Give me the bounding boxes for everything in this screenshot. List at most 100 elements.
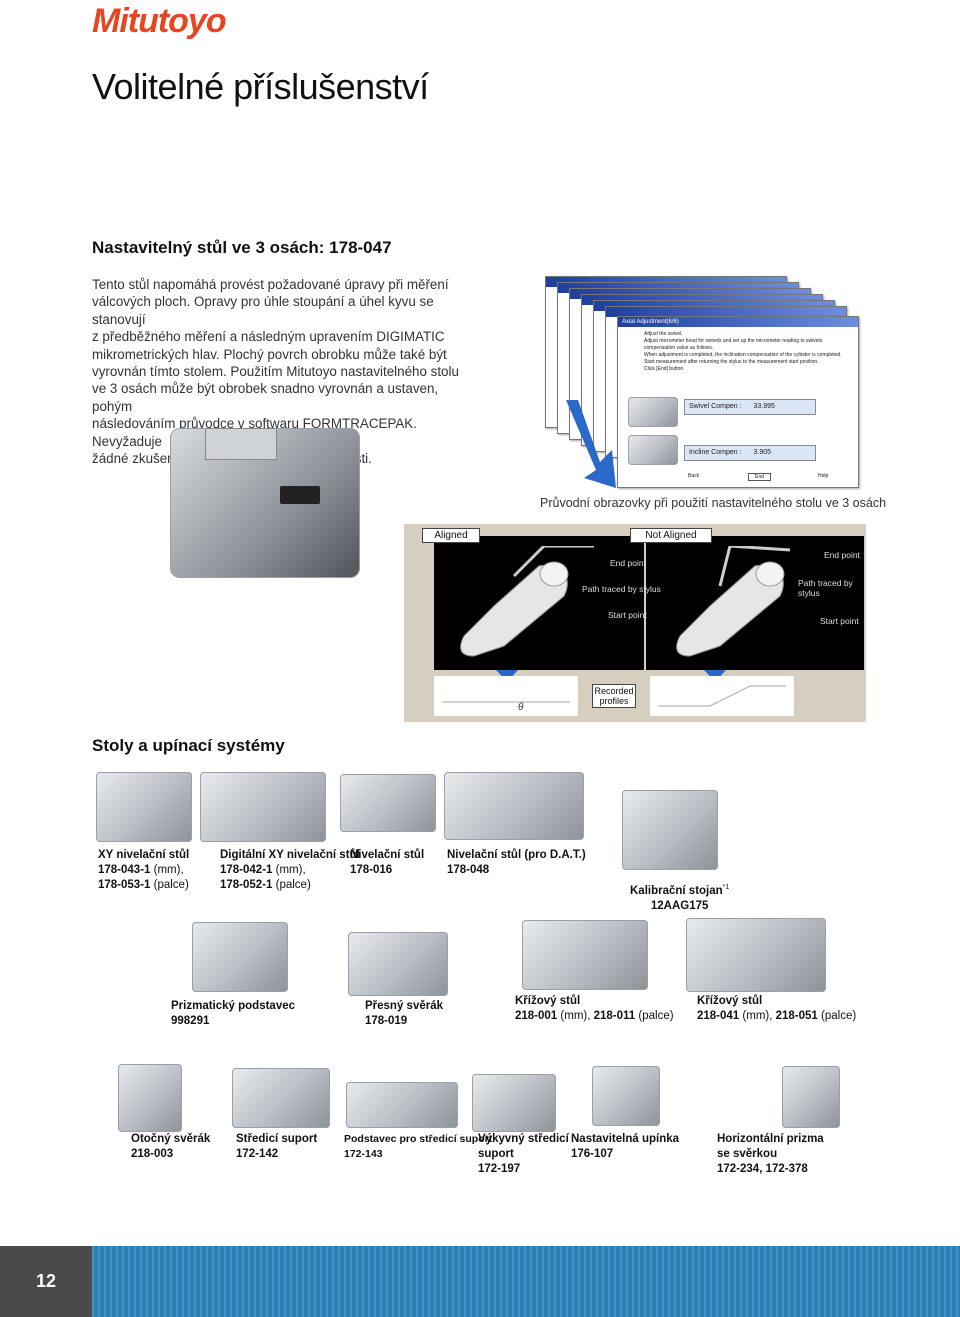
product-photo xyxy=(340,774,436,832)
product-code: 172-143 xyxy=(344,1148,383,1160)
product-unit: (mm), xyxy=(150,864,184,876)
product-photo xyxy=(444,772,584,840)
product-name: Podstavec pro středicí suport xyxy=(344,1133,493,1145)
product-caption: Křížový stůl 218-001 (mm), 218-011 (palc… xyxy=(515,994,674,1024)
product-caption: Nivelační stůl (pro D.A.T.) 178-048 xyxy=(447,848,586,878)
section-title-adjustable-table: Nastavitelný stůl ve 3 osách: 178-047 xyxy=(92,238,392,257)
product-unit: (palce) xyxy=(817,1010,857,1022)
incline-label: Incline Compen : xyxy=(689,449,742,456)
product-code: 178-048 xyxy=(447,864,490,876)
product-name: Nastavitelná upínka xyxy=(571,1133,680,1145)
paragraph-line: mikrometrických hlav. Plochý povrch obro… xyxy=(92,346,447,362)
product-code: 218-051 xyxy=(775,1010,818,1022)
start-point-label-2: Start point xyxy=(820,616,859,626)
product-photo xyxy=(96,772,192,842)
window-text-line: Click [End] button. xyxy=(644,366,685,372)
product-name: Prizmatický podstavec xyxy=(171,1000,296,1012)
back-button[interactable]: Back xyxy=(688,473,700,479)
not-aligned-cylinder-icon xyxy=(676,546,791,657)
paragraph-line: ve 3 osách může být obrobek snadno vyrov… xyxy=(92,381,439,414)
page-number: 12 xyxy=(0,1246,92,1317)
product-caption: Kalibrační stojan*1 12AAG175 xyxy=(630,880,729,914)
product-caption: XY nivelační stůl 178-043-1 (mm), 178-05… xyxy=(98,848,189,893)
product-photo xyxy=(348,932,448,996)
product-photo xyxy=(346,1082,458,1128)
product-caption: Podstavec pro středicí suport 172-143 xyxy=(344,1132,492,1162)
start-point-label: Start point xyxy=(608,610,647,620)
product-photo xyxy=(622,790,718,870)
product-code: 172-234, 172-378 xyxy=(717,1163,808,1175)
wizard-window-front: Axial Adjustment(6/6) Adjust the swivel.… xyxy=(617,316,859,488)
product-name: se svěrkou xyxy=(717,1148,778,1160)
end-point-label: End point xyxy=(610,558,646,568)
product-name: Křížový stůl xyxy=(515,995,581,1007)
product-code: 218-011 xyxy=(593,1010,636,1022)
product-unit: (palce) xyxy=(272,879,311,891)
end-button[interactable]: End xyxy=(748,473,771,481)
page-title: Volitelné příslušenství xyxy=(92,66,429,107)
product-photo xyxy=(232,1068,330,1128)
product-name: Horizontální prizma xyxy=(717,1133,824,1145)
paragraph-line: z předběžného měření a následným upraven… xyxy=(92,329,445,345)
swivel-illustration xyxy=(628,397,678,427)
paragraph-line: následováním průvodce v softwaru FORMTRA… xyxy=(92,416,417,449)
product-photo xyxy=(192,922,288,992)
product-caption: Horizontální prizma se svěrkou 172-234, … xyxy=(717,1132,824,1177)
footer-band xyxy=(92,1246,960,1317)
swivel-readout: Swivel Compen : 33.995 xyxy=(684,399,816,415)
product-code: 218-041 xyxy=(697,1010,740,1022)
product-unit: (palce) xyxy=(150,879,189,891)
screens-caption: Průvodní obrazovky při použití nastavite… xyxy=(540,496,887,510)
swivel-label: Swivel Compen : xyxy=(689,403,742,410)
swivel-value: 33.995 xyxy=(753,403,775,410)
product-photo xyxy=(472,1074,556,1132)
product-unit: (mm), xyxy=(557,1010,594,1022)
brand-logo: Mitutoyo xyxy=(92,2,227,40)
alignment-diagram: Aligned Not Aligned End point Path trace… xyxy=(404,524,866,722)
recorded-profiles-tag: Recorded profiles xyxy=(592,684,636,708)
product-code: 178-052-1 xyxy=(220,879,273,891)
wizard-screens: Axial Adjustment(6/6) Adjust the swivel.… xyxy=(545,276,865,488)
product-code: 998291 xyxy=(171,1015,210,1027)
paragraph-line: Tento stůl napomáhá provést požadované ú… xyxy=(92,277,449,292)
product-name: suport xyxy=(478,1148,514,1160)
product-code: 178-043-1 xyxy=(98,864,151,876)
incline-readout: Incline Compen : 3.905 xyxy=(684,445,816,461)
product-code: 178-019 xyxy=(365,1015,408,1027)
product-code: 178-042-1 xyxy=(220,864,273,876)
paragraph-line: vyrovnán tímto stolem. Použitím Mitutoyo… xyxy=(92,364,459,380)
not-aligned-tag: Not Aligned xyxy=(630,528,712,543)
product-caption: Nastavitelná upínka 176-107 xyxy=(571,1132,679,1162)
product-unit: (mm), xyxy=(739,1010,776,1022)
path-label: Path traced by stylus xyxy=(582,584,661,594)
incline-value: 3.905 xyxy=(753,449,772,456)
aligned-cylinder-icon xyxy=(460,546,594,657)
product-photo xyxy=(200,772,326,842)
product-code: 178-016 xyxy=(350,864,393,876)
aligned-profile: θ xyxy=(434,676,578,716)
product-name: Přesný svěrák xyxy=(365,1000,444,1012)
product-code: 218-001 xyxy=(515,1010,558,1022)
end-point-label-2: End point xyxy=(824,550,860,560)
product-code: 12AAG175 xyxy=(650,899,709,912)
product-caption: Středicí suport 172-142 xyxy=(236,1132,317,1162)
product-name: Otočný svěrák xyxy=(131,1133,211,1145)
product-caption: Digitální XY nivelační stůl 178-042-1 (m… xyxy=(220,848,360,893)
product-unit: (mm), xyxy=(272,864,306,876)
product-name: XY nivelační stůl xyxy=(98,849,190,861)
product-name: Nivelační stůl (pro D.A.T.) xyxy=(447,849,586,861)
product-photo xyxy=(592,1066,660,1126)
product-caption: Křížový stůl 218-041 (mm), 218-051 (palc… xyxy=(697,994,856,1024)
window-text-line: Adjust micrometer head for swivels and s… xyxy=(644,338,823,351)
product-caption: Otočný svěrák 218-003 xyxy=(131,1132,210,1162)
digital-display xyxy=(280,486,320,504)
product-code: 172-142 xyxy=(236,1148,279,1160)
help-button[interactable]: Help xyxy=(818,473,829,479)
path-label-2: Path traced by stylus xyxy=(798,578,853,598)
product-name: Středicí suport xyxy=(236,1133,318,1145)
product-caption: Přesný svěrák 178-019 xyxy=(365,999,443,1029)
product-unit: (palce) xyxy=(635,1010,674,1022)
blue-arrow-icon xyxy=(566,400,616,488)
product-caption: Výkyvný středicí suport 172-197 xyxy=(478,1132,569,1177)
product-code: 172-197 xyxy=(478,1163,521,1175)
